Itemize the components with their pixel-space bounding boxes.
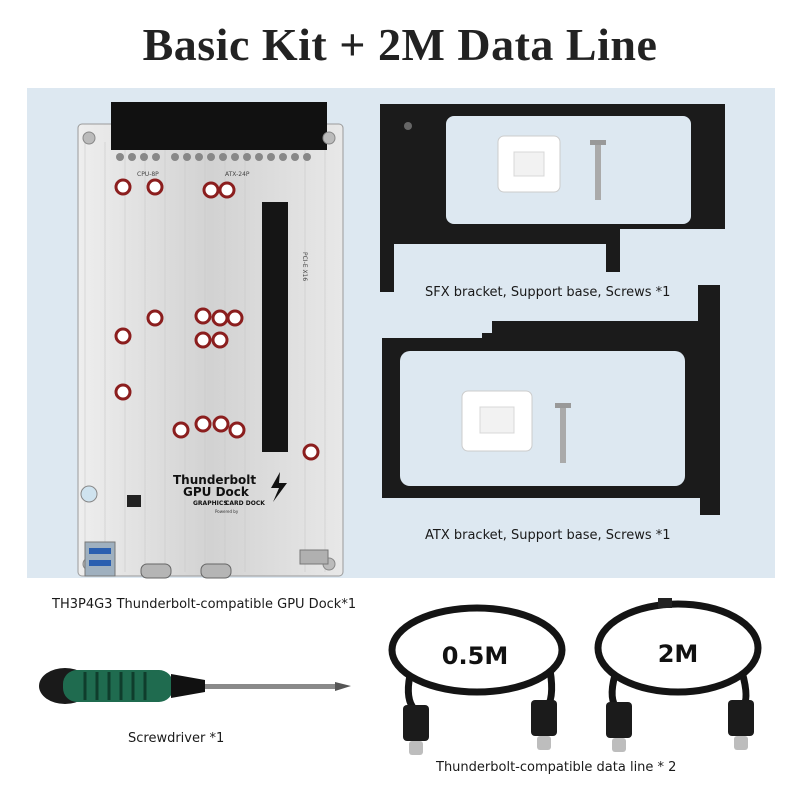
cable-2m: 2M <box>594 598 762 752</box>
caption-dock: TH3P4G3 Thunderbolt-compatible GPU Dock*… <box>52 597 357 612</box>
atx-bracket <box>382 285 720 515</box>
brand-line-4: CARD DOCK <box>225 500 265 507</box>
caption-atx: ATX bracket, Support base, Screws *1 <box>425 528 671 543</box>
gpu-dock-board: CPU-8P ATX-24P PCI-E X16 Thunderbolt GPU… <box>77 102 344 579</box>
cable-0.5m: 0.5M <box>388 604 566 755</box>
brand-line-1: Thunderbolt <box>173 473 256 487</box>
powered-by: Powered by <box>215 509 239 514</box>
brand-line-2: GPU Dock <box>183 485 250 499</box>
screw <box>595 142 601 200</box>
caption-sfx: SFX bracket, Support base, Screws *1 <box>425 285 671 300</box>
cpu-label: CPU-8P <box>137 171 159 178</box>
brand-line-3: GRAPHICS <box>193 500 228 507</box>
screw <box>560 405 566 463</box>
caption-cables: Thunderbolt-compatible data line * 2 <box>436 760 677 775</box>
cable-label-long: 2M <box>658 640 699 668</box>
page-title: Basic Kit + 2M Data Line <box>142 19 658 70</box>
atx-label: ATX-24P <box>225 171 250 178</box>
cable-label-short: 0.5M <box>442 642 508 670</box>
sfx-bracket <box>380 104 725 292</box>
caption-screwdriver: Screwdriver *1 <box>128 731 225 746</box>
screwdriver <box>39 668 351 704</box>
pcie-label: PCI-E X16 <box>301 252 308 281</box>
